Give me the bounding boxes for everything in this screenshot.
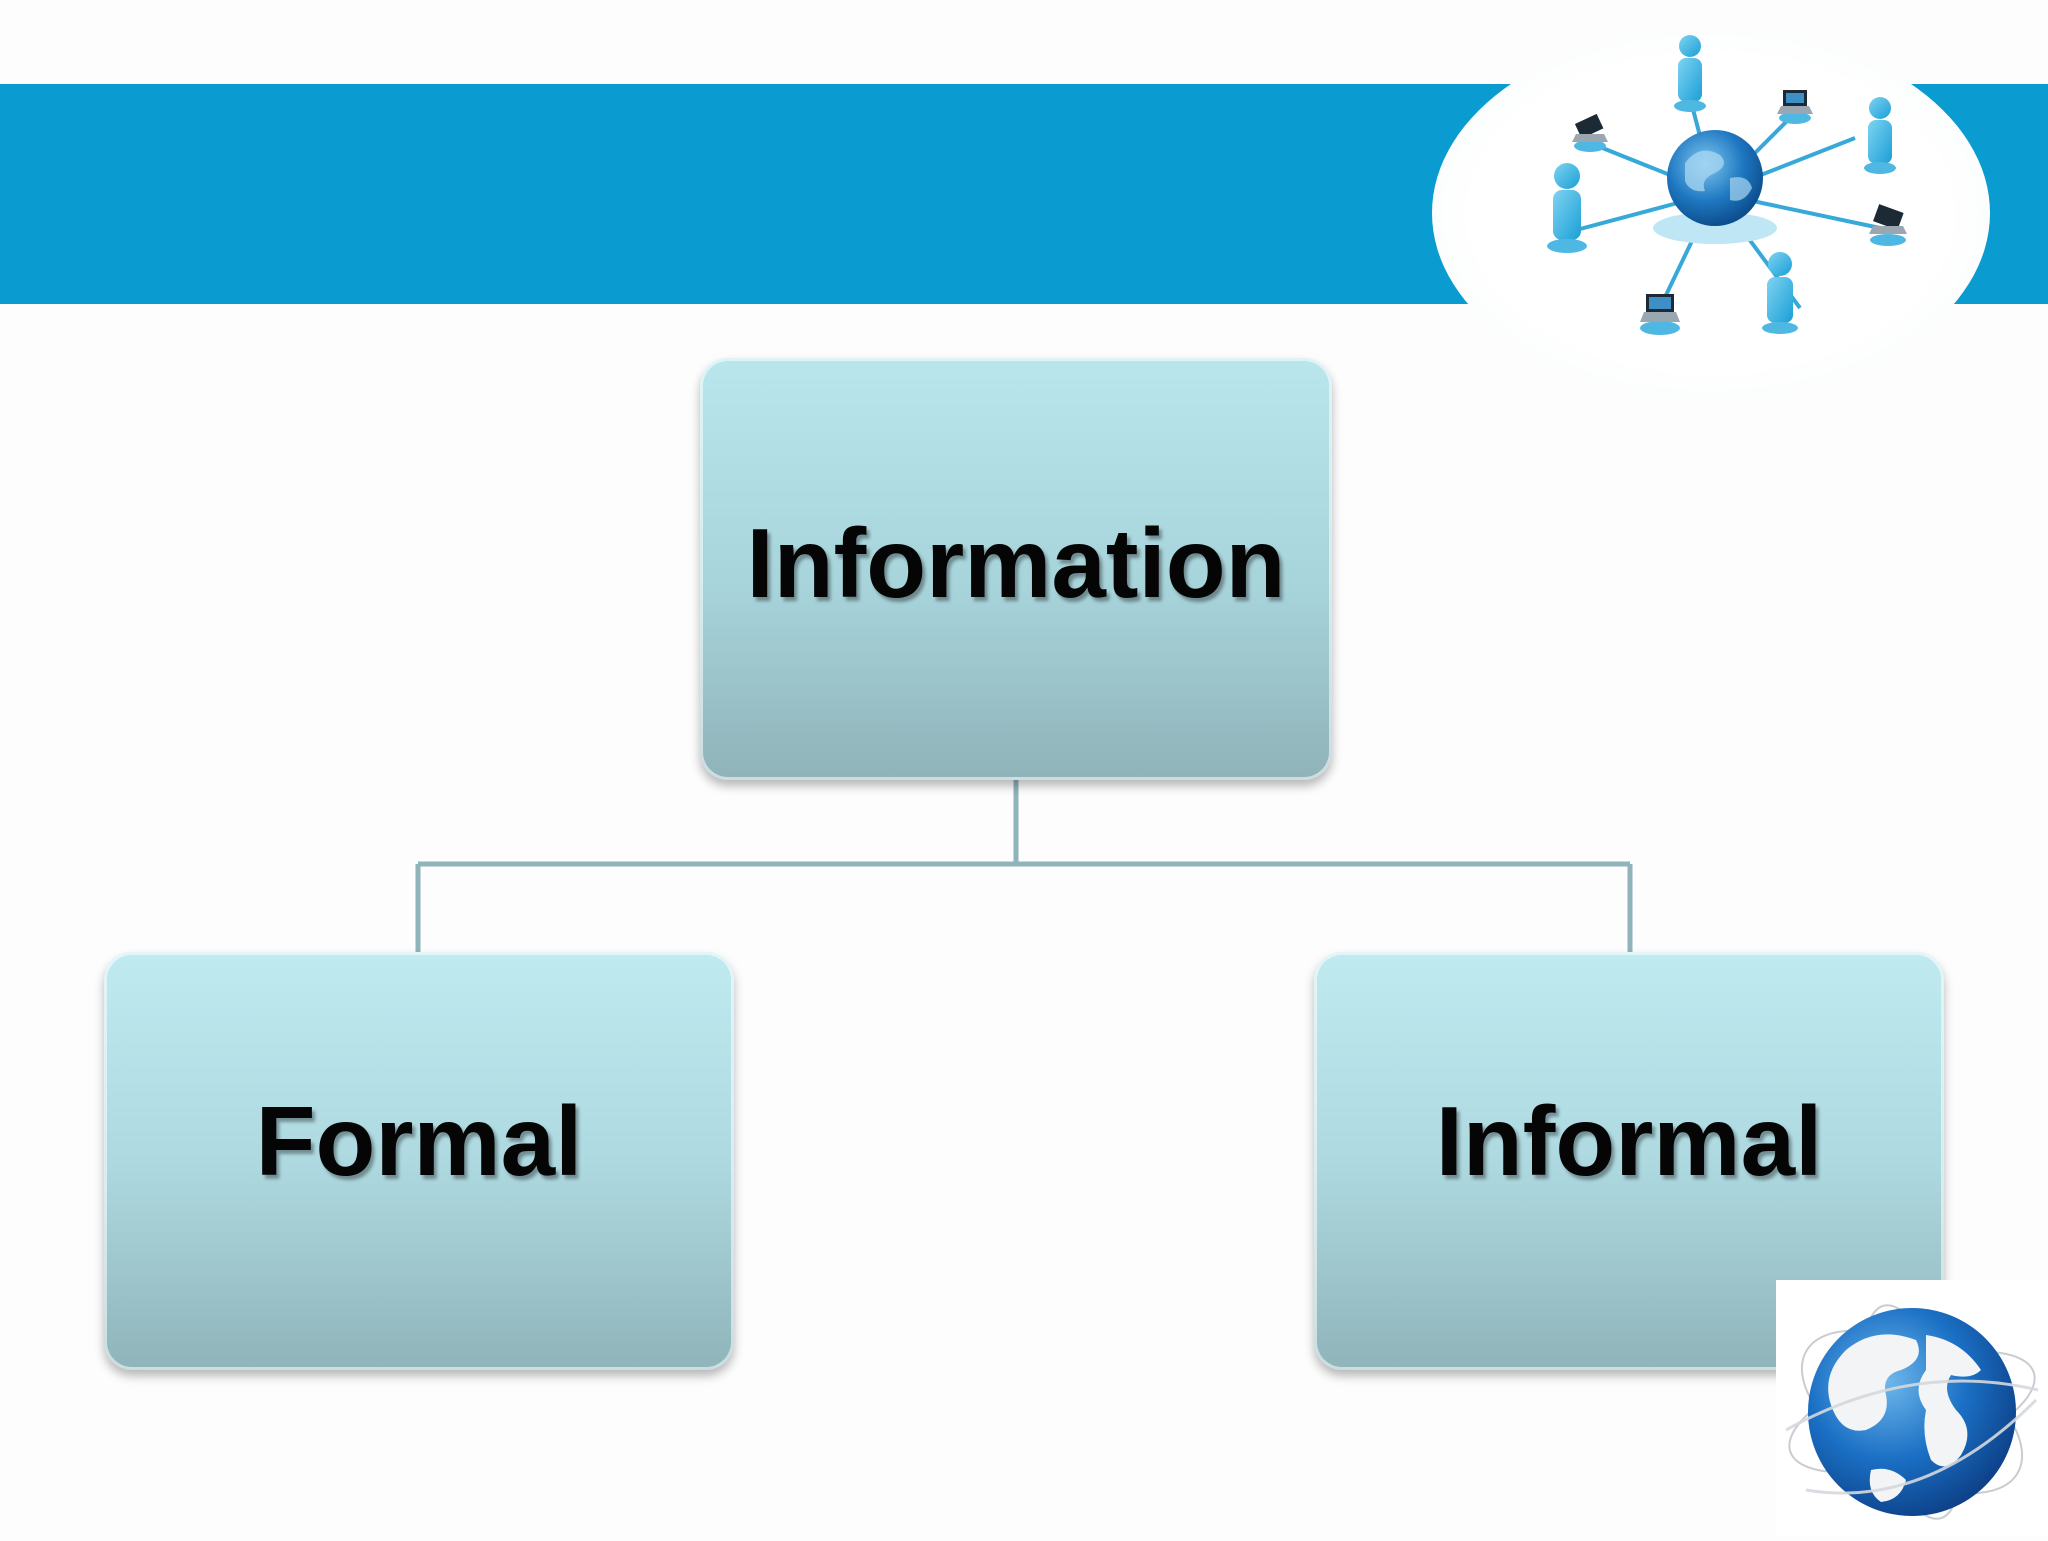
child-node-formal: Formal bbox=[104, 952, 734, 1370]
root-node-label: Information bbox=[746, 507, 1286, 618]
globe-icon bbox=[1785, 1304, 2039, 1520]
network-people-icon bbox=[1547, 35, 1907, 335]
globe-tile bbox=[1776, 1280, 2048, 1536]
child-node-label: Informal bbox=[1435, 1085, 1823, 1196]
child-node-label: Formal bbox=[255, 1085, 583, 1196]
root-node: Information bbox=[700, 358, 1332, 780]
